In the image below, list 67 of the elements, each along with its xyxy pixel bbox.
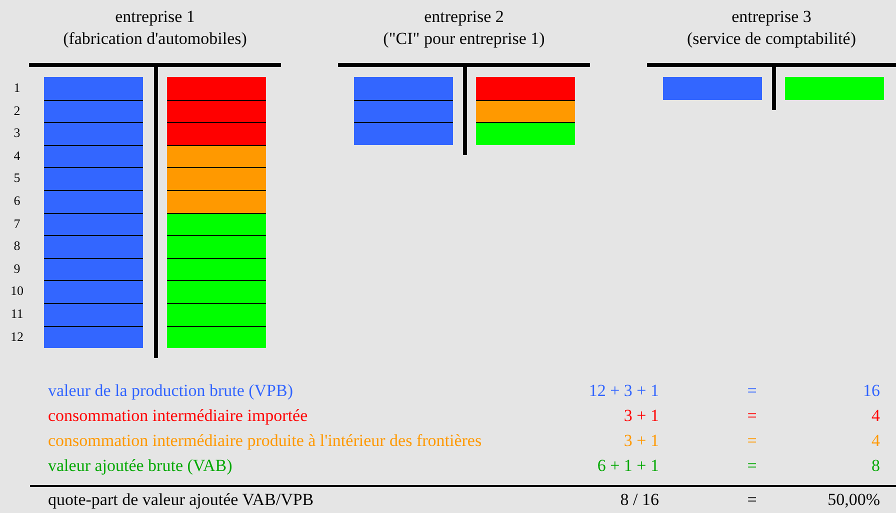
- table-formula: 8 / 16: [620, 489, 659, 511]
- row-number: 4: [12, 146, 22, 165]
- value-block: [354, 100, 453, 122]
- table-text: consommation intermédiaire produite à l'intérieur des frontières: [48, 430, 482, 452]
- value-block: [476, 122, 575, 145]
- value-block: [663, 77, 762, 100]
- value-block: [354, 77, 453, 100]
- table-formula: 3 + 1: [624, 430, 659, 452]
- value-block: [44, 235, 143, 258]
- value-block: [44, 122, 143, 145]
- row-number: 10: [10, 282, 24, 300]
- value-block: [167, 100, 266, 122]
- value-block: [44, 326, 143, 348]
- row-number: 11: [10, 305, 24, 323]
- table-value: 8: [872, 455, 880, 477]
- account-heading: entreprise 2 ("CI" pour entreprise 1): [382, 6, 546, 50]
- value-block: [167, 235, 266, 258]
- row-number: 3: [12, 124, 22, 142]
- value-block: [44, 258, 143, 280]
- value-block: [167, 167, 266, 190]
- table-value: 4: [872, 430, 880, 452]
- equals-sign: =: [746, 430, 758, 452]
- value-block: [476, 77, 575, 100]
- value-block: [167, 212, 266, 236]
- row-number: 2: [12, 102, 22, 120]
- row-number: 8: [12, 237, 22, 256]
- value-block: [44, 167, 143, 190]
- table-text: valeur ajoutée brute (VAB): [48, 455, 232, 477]
- row-number: 7: [12, 214, 22, 233]
- value-block: [44, 280, 143, 303]
- value-block: [785, 77, 884, 100]
- row-number: 12: [10, 328, 24, 346]
- value-block: [44, 144, 143, 168]
- value-block: [167, 144, 266, 168]
- account-heading: entreprise 1 (fabrication d'automobiles): [62, 6, 248, 50]
- equals-sign: =: [746, 380, 758, 402]
- value-block: [167, 77, 266, 100]
- row-number: 6: [12, 192, 22, 210]
- table-text: quote-part de valeur ajoutée VAB/VPB: [48, 489, 314, 511]
- value-block: [354, 122, 453, 145]
- value-block: [44, 212, 143, 236]
- table-text: consommation intermédiaire importée: [48, 405, 308, 427]
- row-number: 9: [12, 260, 22, 278]
- value-block: [167, 326, 266, 348]
- table-value: 50,00%: [828, 489, 880, 511]
- row-number: 1: [12, 79, 22, 97]
- equals-sign: =: [746, 489, 758, 511]
- table-value: 4: [872, 405, 880, 427]
- equals-sign: =: [746, 405, 758, 427]
- table-formula: 6 + 1 + 1: [597, 455, 659, 477]
- value-block: [167, 122, 266, 145]
- value-block: [167, 280, 266, 303]
- account-heading: entreprise 3 (service de comptabilité): [686, 6, 857, 50]
- value-block: [476, 100, 575, 122]
- value-block: [167, 190, 266, 213]
- row-number: 5: [12, 169, 22, 188]
- table-formula: 12 + 3 + 1: [588, 380, 659, 402]
- value-block: [44, 190, 143, 213]
- value-block: [167, 303, 266, 326]
- equals-sign: =: [746, 455, 758, 477]
- table-formula: 3 + 1: [624, 405, 659, 427]
- value-block: [167, 258, 266, 280]
- value-block: [44, 303, 143, 326]
- value-block: [44, 100, 143, 122]
- value-block: [44, 77, 143, 100]
- table-text: valeur de la production brute (VPB): [48, 380, 294, 402]
- table-value: 16: [863, 380, 880, 402]
